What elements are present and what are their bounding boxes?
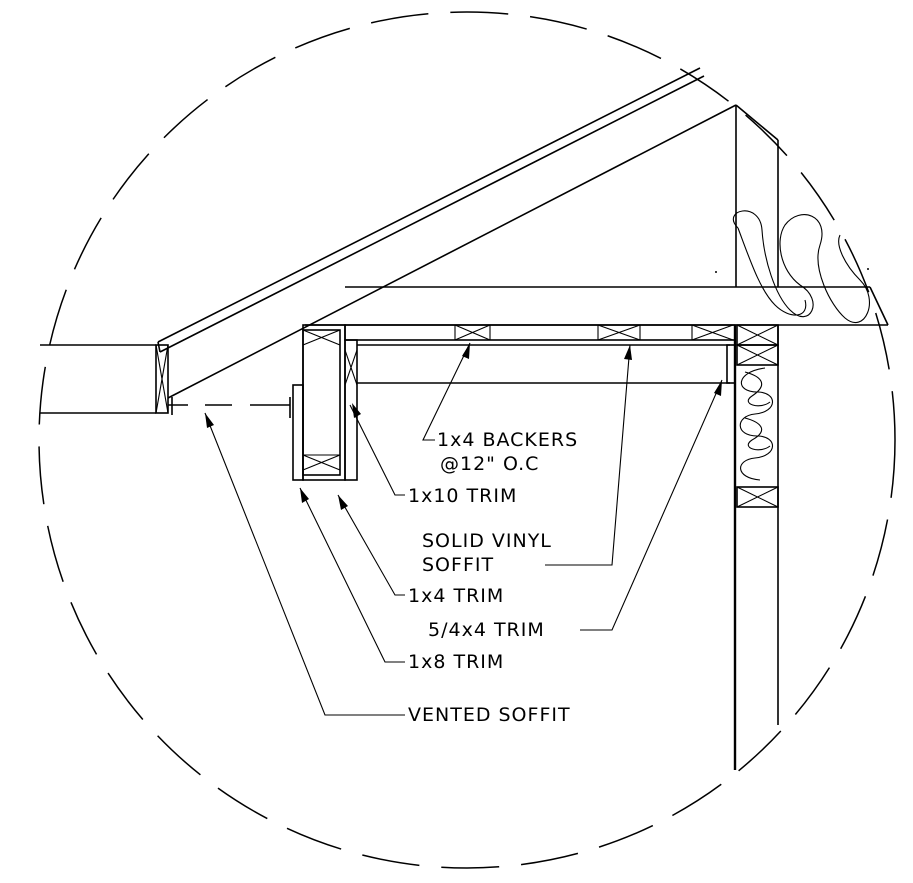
label-vinyl-line1: SOLID VINYL (422, 530, 552, 552)
vinyl-soffit-panel (357, 344, 736, 384)
wall-truss-vertical (735, 104, 779, 287)
batt-insulation-icon (732, 210, 870, 324)
detail-boundary-circle (38, 11, 896, 869)
label-vented-soffit: VENTED SOFFIT (408, 704, 571, 726)
exterior-wall (733, 324, 779, 770)
leader-lines (204, 342, 723, 716)
label-trim-5-4x4: 5/4x4 TRIM (428, 619, 545, 641)
roof-rafter (157, 67, 737, 399)
vented-soffit-line (168, 397, 291, 418)
label-backers-line1: 1x4 BACKERS (437, 429, 579, 451)
label-backers-line2: @12" O.C (440, 453, 540, 475)
trim-1x8-box (292, 324, 346, 481)
label-trim-1x4: 1x4 TRIM (408, 585, 505, 607)
ceiling-joist (305, 286, 889, 326)
label-trim-1x10: 1x10 TRIM (408, 485, 518, 507)
rafter-tail (40, 344, 169, 414)
label-trim-1x8: 1x8 TRIM (408, 651, 505, 673)
label-vinyl-line2: SOFFIT (422, 554, 495, 576)
backers-strip (344, 324, 736, 341)
